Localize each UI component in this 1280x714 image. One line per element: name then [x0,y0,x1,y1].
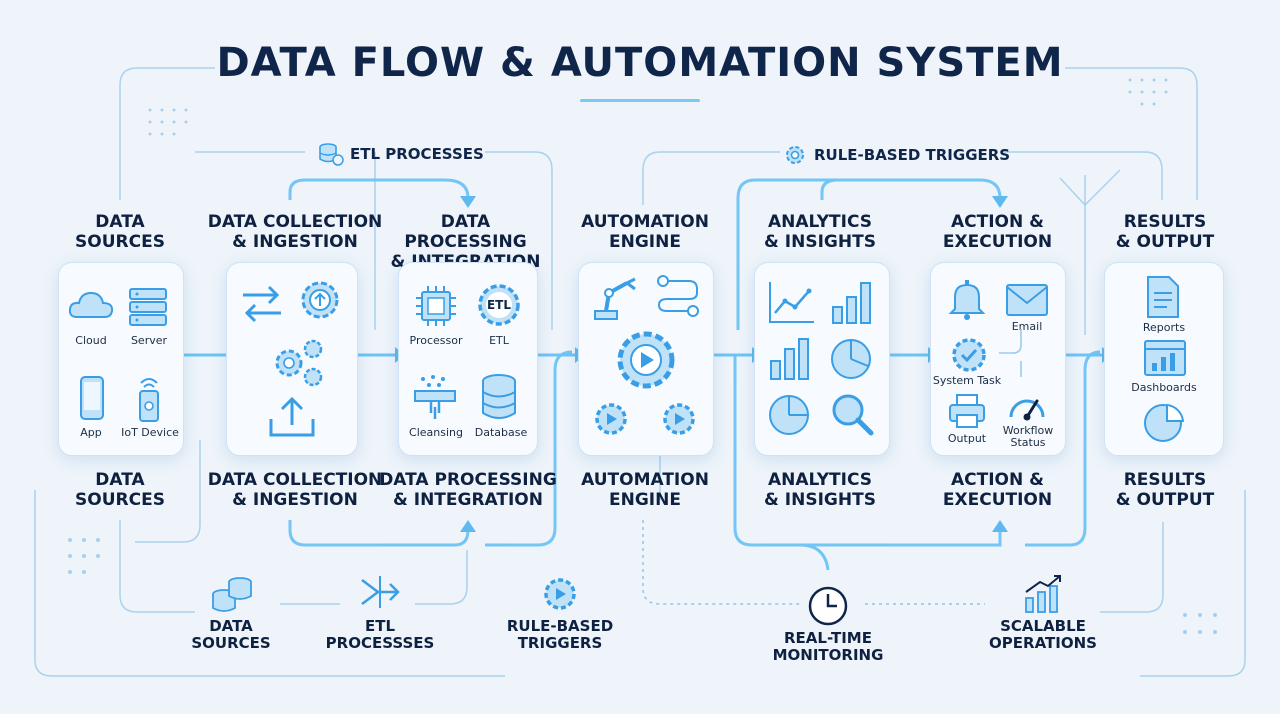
data-collection-card [226,262,358,456]
bottom-data-sources-label: DATA SOURCES [191,617,271,652]
stage-title-automation-engine: AUTOMATION ENGINE [581,212,709,252]
output-label: Output [947,432,987,445]
email-icon [1006,284,1048,316]
server-icon [129,288,167,326]
app-label: App [80,426,102,439]
processor-icon [416,286,456,326]
cleansing-filter-icon [414,375,456,419]
stage-title-results-output: RESULTS & OUTPUT [1115,212,1215,252]
results-output-card: Reports Dashboards [1104,262,1224,456]
cleansing-label: Cleansing [409,426,463,439]
cloud-icon [68,291,114,318]
database-sync-icon [319,143,344,166]
iot-device-icon [139,378,159,422]
bell-icon [948,280,986,320]
small-play-gear-icon [595,403,627,435]
database-label: Database [474,426,528,439]
stage-subtitle-data-processing: DATA PROCESSING & INTEGRATION [379,470,557,510]
transfer-arrows-icon [243,285,281,323]
pie-chart-icon-2 [769,395,809,435]
etl-processes-label: ETL PROCESSES [350,145,484,163]
gears-icon [275,339,323,387]
pie-chart-icon [831,339,871,379]
rule-based-triggers-label: RULE-BASED TRIGGERS [814,146,1011,164]
data-sources-card: Cloud Server App IoT Device [58,262,184,456]
bottom-scalable-operations-label: SCALABLE OPERATIONS [989,617,1097,652]
branch-connector [999,329,1022,377]
stage-title-data-sources: DATA SOURCES [75,212,165,252]
stage-title-action-execution: ACTION & EXECUTION [942,212,1053,252]
analytics-card [754,262,890,456]
scaling-chart-icon [1025,575,1061,613]
stage-subtitle-results-output: RESULTS & OUTPUT [1115,470,1215,510]
page-title: DATA FLOW & AUTOMATION SYSTEM [216,40,1064,86]
upload-tray-icon [269,396,315,437]
robot-arm-icon [594,277,636,320]
cloud-label: Cloud [75,334,107,347]
stage-title-data-collection: DATA COLLECTION & INGESTION [207,212,383,252]
etl-merge-arrows-icon [361,576,400,608]
dashboards-icon [1144,340,1186,376]
bar-chart-icon [832,282,871,324]
stage-subtitle-automation-engine: AUTOMATION ENGINE [581,470,709,510]
stage-subtitle-analytics: ANALYTICS & INSIGHTS [764,470,876,510]
bottom-rule-based-triggers-label: RULE-BASED TRIGGERS [506,617,614,652]
bottom-trigger-gear-icon [544,578,576,610]
bar-chart-icon-2 [770,338,809,380]
upload-gear-icon [301,281,339,319]
action-execution-card: Email System Task Output Workflow Status [930,262,1066,456]
iot-device-label: IoT Device [121,426,179,439]
dashboards-label: Dashboards [1131,381,1197,394]
stage-subtitle-action-execution: ACTION & EXECUTION [942,470,1053,510]
processor-label: Processor [409,334,463,347]
stage-subtitle-data-collection: DATA COLLECTION & INGESTION [207,470,383,510]
automation-engine-card [578,262,714,456]
stage-title-analytics: ANALYTICS & INSIGHTS [764,212,876,252]
workflow-status-label: Workflow Status [1002,424,1054,449]
etl-label: ETL [489,334,509,347]
reports-document-icon [1147,276,1179,318]
system-task-check-gear-icon [952,338,986,372]
magnifier-icon [832,394,874,436]
workflow-icon [657,275,699,317]
server-label: Server [130,334,168,347]
etl-gear-icon [478,284,520,326]
database-icon [482,374,516,419]
system-task-label: System Task [932,374,1002,387]
bottom-database-icon [212,577,252,612]
reports-label: Reports [1142,321,1186,334]
printer-output-icon [949,394,985,428]
rule-based-triggers-tag: RULE-BASED TRIGGERS [782,142,1010,168]
email-label: Email [1011,320,1043,333]
bottom-etl-processes-label: ETL PROCESSSES [325,617,435,652]
automation-play-gear-icon [617,331,675,389]
etl-processes-tag: ETL PROCESSES [318,142,484,166]
data-processing-card: Processor ETL ETL Cleansing Database [398,262,538,456]
gear-icon [786,146,804,164]
stage-subtitle-data-sources: DATA SOURCES [75,470,165,510]
workflow-status-gauge-icon [1009,399,1045,421]
results-pie-icon [1144,403,1185,442]
play-gear-icon [663,403,695,435]
clock-icon [808,586,848,626]
app-phone-icon [80,376,104,420]
etl-badge: ETL [486,298,512,312]
bottom-real-time-monitoring-label: REAL-TIME MONITORING [772,629,884,664]
line-chart-icon [769,282,814,323]
